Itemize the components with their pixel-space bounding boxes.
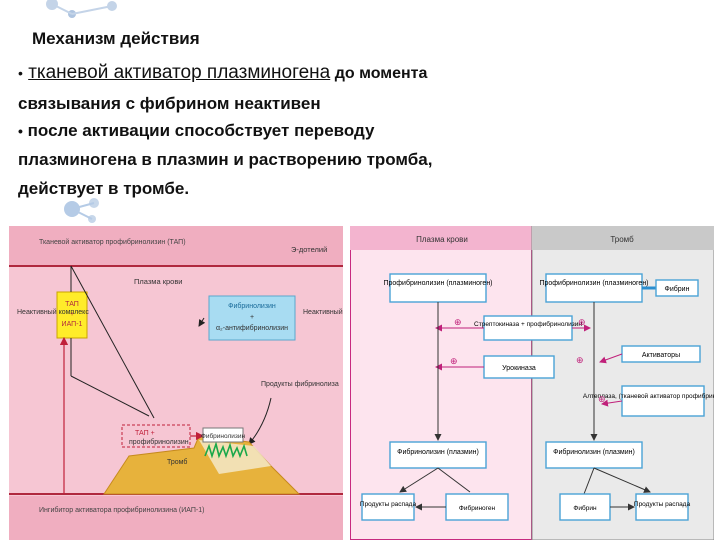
inactive-complex-left: Неактивный комплекс [17,308,89,316]
fibrinolysin-small-box [202,427,244,443]
fibrinolysin-small-label: Фибринолизин [201,432,246,440]
alteplase-box [621,385,705,417]
molecule-decoration-top [46,0,117,18]
tap-label: Тканевой активатор профибринолизин (ТАП) [39,238,186,246]
urokinase-text: Урокиназа [502,365,536,372]
plus-4: ⊕ [450,356,458,366]
fibrin-top-text: Фибрин [665,285,690,293]
bullet-mark: • [18,65,23,81]
plus-1: ⊕ [454,317,462,327]
activators-text: Активаторы [642,352,680,359]
thrombus-label: Тромб [167,458,187,466]
bullet-line-2: связывания с фибрином неактивен [18,94,321,113]
fibrinolysin-left-box [389,441,487,469]
fibrinolysin-right-text: Фибринолизин (плазмин) [553,448,635,456]
tap-box-line3: ИАП-1 [62,321,83,328]
right-diagram: Плазма крови Тромб Профибринолизин (плаз… [350,226,714,540]
tap-complex-box [56,291,88,339]
tap-plus-box [121,424,191,448]
products-right-text: Продукты распада [634,501,691,508]
plus-3: ⊕ [576,355,584,365]
fibrinolysin-complex-box [208,295,296,341]
prof-left-text: Профибринолизин (плазминоген) [383,279,492,287]
col-thrombus-header: Тромб [610,235,634,244]
products-right-box [635,493,689,521]
strepto-box [483,315,573,341]
prof-left-box [389,273,487,303]
tap-box-line2: + [70,311,74,318]
fibrinogen-text: Фибриноген [459,504,496,512]
fibrin-top-box [655,279,699,297]
tpa-underlined-term: тканевой активатор плазминогена [28,62,331,83]
fibrinogen-box [445,493,509,521]
molecule-decoration-bottom [64,198,99,223]
alteplase-text: Алтеплаза, (тканевой активатор профибрин… [583,392,714,400]
bullet-line-5: действует в тромбе. [18,179,190,198]
profibrinolysin-label: профибринолизин [129,438,189,446]
prof-right-text: Профибринолизин (плазминоген) [539,279,648,287]
plasma-label: Плазма крови [134,277,183,286]
inactive-complex-right: Неактивный комплекс [303,308,343,316]
slide-heading: Механизм действия [32,29,200,48]
tap-small-label: ТАП + [135,430,155,437]
bullet2-text: после активации способствует переводу [27,121,375,140]
tap-box-line1: ТАП [65,301,79,308]
fibrin-bottom-text: Фибрин [573,504,597,512]
bullet-line-1: • тканевой активатор плазминогена до мом… [18,62,427,85]
inhibitor-label: Ингибитор активатора профибринолизина (И… [39,506,204,514]
bullet-mark-2: • [18,123,23,139]
left-diagram: Тканевой активатор профибринолизин (ТАП)… [9,226,343,540]
products-left-box [361,493,415,521]
fibrinolysin-right-box [545,441,643,469]
endothelium-label: Э-дотелий [291,245,327,254]
plus-2: ⊕ [578,317,586,327]
fibrin-bottom-box [559,493,611,521]
prof-right-box [545,273,643,303]
bullet-line-3: • после активации способствует переводу [18,120,375,142]
plus-5: ⊕ [598,394,606,404]
fibrinolysin-left-text: Фибринолизин (плазмин) [397,448,479,456]
fib-box-line1: Фибринолизин [228,302,276,310]
col-plasma-header: Плазма крови [416,235,468,244]
fib-box-line2: + [250,314,254,321]
fib-box-line3: α₂-антифибринолизин [216,324,288,332]
bullet-line-4: плазминогена в плазмин и растворению тро… [18,150,433,169]
bullet1-rest: до момента [330,65,428,82]
products-label: Продукты фибринолиза [261,380,339,388]
products-left-text: Продукты распада [360,501,417,508]
strepto-text: Стрептокиназа + профибринолизин [474,320,582,328]
